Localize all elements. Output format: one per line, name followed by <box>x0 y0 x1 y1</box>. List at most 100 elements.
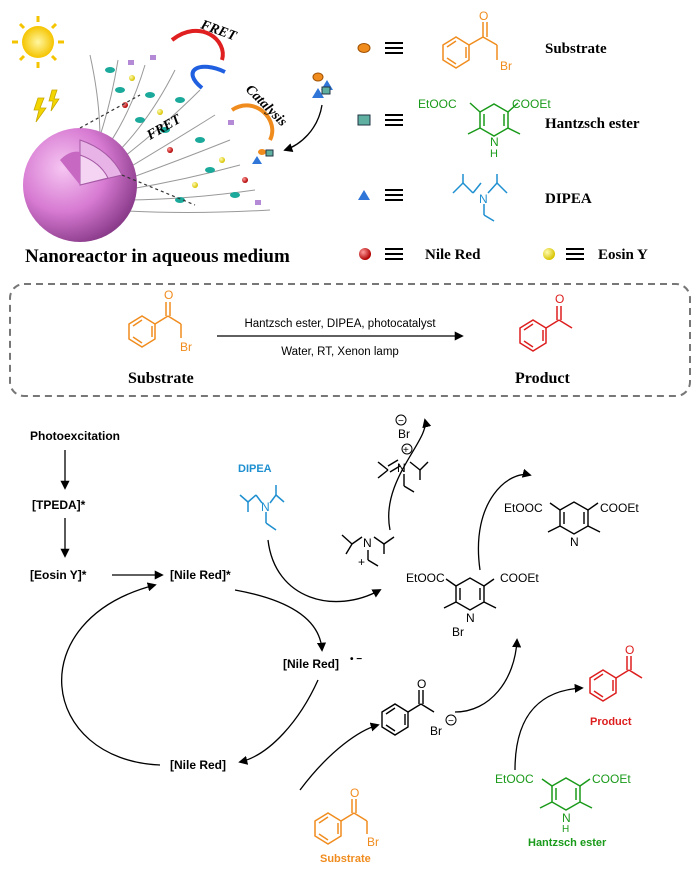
eosin-y-excited-label: [Eosin Y]* <box>30 568 87 582</box>
mechanism-substrate-label: Substrate <box>320 853 371 865</box>
reaction-conditions-bottom: Water, RT, Xenon lamp <box>281 346 399 358</box>
reaction-scheme-box: O Br Substrate Hantzsch ester, DIPEA, ph… <box>9 283 691 397</box>
hantzsch-legend-n: N <box>490 135 499 149</box>
nile-red-excited-label: [Nile Red]* <box>170 568 231 582</box>
nile-red-radical-anion-label: [Nile Red] <box>283 657 339 671</box>
reaction-substrate-structure: O Br <box>128 288 192 354</box>
radical-cation-plus: + <box>358 555 365 569</box>
dipea-legend-structure: N <box>452 174 508 222</box>
legend: O Br Substrate EtOOC COOEt N H Hantzsch … <box>357 9 648 263</box>
hantzsch-radical-structure: EtOOC COOEt N Br <box>406 571 539 639</box>
nanoreactor-caption: Nanoreactor in aqueous medium <box>25 246 290 267</box>
tpeda-label: [TPEDA]* <box>32 498 86 512</box>
legend-eosin-y-label: Eosin Y <box>598 247 648 263</box>
mechanism-product-o: O <box>625 643 634 657</box>
radical-anion-superscript: • − <box>350 654 362 665</box>
acyl-o: O <box>417 677 426 691</box>
legend-dipea-label: DIPEA <box>545 191 592 207</box>
pyridine-n: N <box>570 535 579 549</box>
mechanism-product-structure: O <box>589 643 643 702</box>
mechanism-hantzsch-structure: EtOOC COOEt N H <box>495 772 631 835</box>
hantzsch-legend-h: H <box>490 148 498 160</box>
radical-ester-left: EtOOC <box>406 571 445 585</box>
radical-ester-right: COOEt <box>500 571 539 585</box>
nile-red-ground-label: [Nile Red] <box>170 758 226 772</box>
dipea-legend-icon <box>358 190 370 200</box>
hantzsch-pyridine-structure: EtOOC COOEt N <box>504 501 639 549</box>
equiv-icon <box>385 248 403 260</box>
iminium-plus: + <box>403 445 409 456</box>
substrate-legend-o: O <box>479 9 488 23</box>
nanoreactor-panel: FRET FRET Catalysis Nanoreactor in aqueo… <box>12 16 333 267</box>
legend-substrate-label: Substrate <box>545 41 607 57</box>
substrate-reduction-arrow <box>299 722 380 791</box>
reaction-substrate-label: Substrate <box>128 370 194 387</box>
substrate-legend-br: Br <box>500 59 512 73</box>
reactant-cluster-icon <box>312 72 333 98</box>
aromatization-arrow <box>477 468 532 571</box>
mechanism-hantzsch-label: Hantzsch ester <box>528 837 607 849</box>
iminium-bromide-structure: N + Br − <box>377 414 429 493</box>
eosin-y-legend-icon <box>543 248 555 260</box>
iminium-minus: − <box>398 416 404 427</box>
hantzsch-legend-ester-left: EtOOC <box>418 97 457 111</box>
nanoreactor-sphere-icon <box>23 94 196 242</box>
fret-arrow-red <box>170 28 225 61</box>
hantzsch-legend-icon <box>357 114 371 126</box>
mechanism-product-label: Product <box>590 716 632 728</box>
mechanism-substrate-o: O <box>350 786 359 800</box>
radical-br: Br <box>452 625 464 639</box>
lightning-icon <box>33 89 60 123</box>
acyl-minus: − <box>448 716 454 727</box>
mechanism-dipea-structure: N <box>239 485 285 531</box>
legend-hantzsch-label: Hantzsch ester <box>545 116 640 132</box>
reaction-substrate-br: Br <box>180 340 192 354</box>
nile-red-regeneration-arc <box>60 582 161 766</box>
sun-icon <box>12 16 64 68</box>
mechanism-dipea-label: DIPEA <box>238 463 272 475</box>
acyl-br: Br <box>430 724 442 738</box>
mechanism-hantzsch-n: N <box>562 811 571 825</box>
fret-label-bottom: FRET <box>144 111 185 143</box>
photoexcitation-label: Photoexcitation <box>30 429 120 443</box>
substrate-legend-icon <box>357 43 371 53</box>
fret-arrow-blue <box>190 64 226 90</box>
equiv-icon <box>566 248 584 260</box>
hat-arrow <box>454 638 522 713</box>
mechanism-hantzsch-h: H <box>562 824 569 835</box>
dipea-legend-n: N <box>479 192 488 206</box>
iminium-formation-arrow <box>388 418 432 531</box>
radical-n: N <box>466 611 475 625</box>
equiv-icon <box>385 114 403 126</box>
iminium-n: N <box>397 461 406 475</box>
reaction-product-label: Product <box>515 370 570 387</box>
equiv-icon <box>385 189 403 201</box>
reactor-active-site <box>252 149 274 164</box>
mechanism-substrate-br: Br <box>367 835 379 849</box>
product-formation-arrow <box>514 683 584 771</box>
nile-red-legend-icon <box>359 248 371 260</box>
acyl-radical-structure: O Br − <box>381 677 457 738</box>
mechanism-substrate-structure: O Br <box>314 786 379 849</box>
pyridine-ester-left: EtOOC <box>504 501 543 515</box>
pyridine-ester-right: COOEt <box>600 501 639 515</box>
catalysis-arrow-orange <box>230 103 275 141</box>
reaction-conditions-top: Hantzsch ester, DIPEA, photocatalyst <box>244 318 436 330</box>
reaction-product-o: O <box>555 292 564 306</box>
catalysis-feed-arrow <box>283 104 323 153</box>
hantzsch-legend-ester-right: COOEt <box>512 97 551 111</box>
reductive-quench-arrow <box>234 589 327 652</box>
radical-cation-n: N <box>363 536 372 550</box>
mechanism-hantzsch-ester-right: COOEt <box>592 772 631 786</box>
reaction-product-structure: O <box>519 292 573 352</box>
iminium-br: Br <box>398 427 410 441</box>
hantzsch-legend-structure: EtOOC COOEt N H <box>418 97 551 160</box>
mechanism-dipea-n: N <box>261 500 270 514</box>
electron-transfer-arrow <box>238 679 319 765</box>
mechanism-hantzsch-ester-left: EtOOC <box>495 772 534 786</box>
equiv-icon <box>385 42 403 54</box>
dipea-radical-cation-structure: N + <box>341 534 395 569</box>
dipea-oxidation-arrow <box>267 539 382 603</box>
reaction-substrate-o: O <box>164 288 173 302</box>
